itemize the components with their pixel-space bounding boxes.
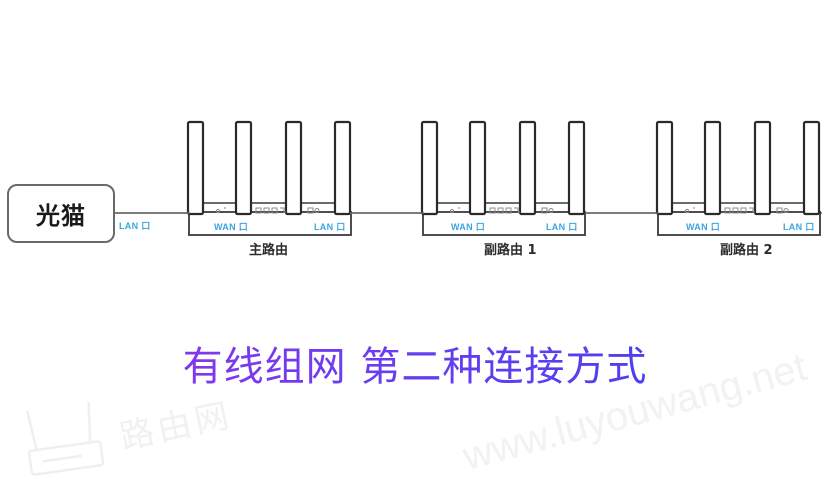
router-main-name: 主路由 [249, 243, 289, 258]
diagram-title: 有线组网 第二种连接方式 [0, 334, 830, 392]
modem-lan-port-label: LAN 口 [119, 221, 151, 231]
router-main [186, 120, 353, 237]
router-watermark-icon [25, 402, 105, 476]
router-sub-2-wan-label: WAN 口 [686, 222, 720, 232]
router-sub-2 [655, 120, 822, 237]
router-sub-1-icon [420, 120, 587, 237]
router-sub-1-lan-label: LAN 口 [546, 222, 578, 232]
optical-modem: 光猫 [7, 184, 115, 243]
router-sub-2-icon [655, 120, 822, 237]
network-diagram [115, 120, 822, 237]
router-main-wan-label: WAN 口 [214, 222, 248, 232]
watermark: 路由网 www.luyouwang.net [0, 345, 830, 504]
router-sub-1 [420, 120, 587, 237]
router-sub-1-name: 副路由 1 [484, 243, 537, 258]
watermark-brand: 路由网 [116, 395, 237, 459]
router-main-icon [186, 120, 353, 237]
router-sub-1-wan-label: WAN 口 [451, 222, 485, 232]
modem-label: 光猫 [36, 202, 86, 230]
router-main-lan-label: LAN 口 [314, 222, 346, 232]
router-sub-2-lan-label: LAN 口 [783, 222, 815, 232]
router-sub-2-name: 副路由 2 [720, 243, 773, 258]
